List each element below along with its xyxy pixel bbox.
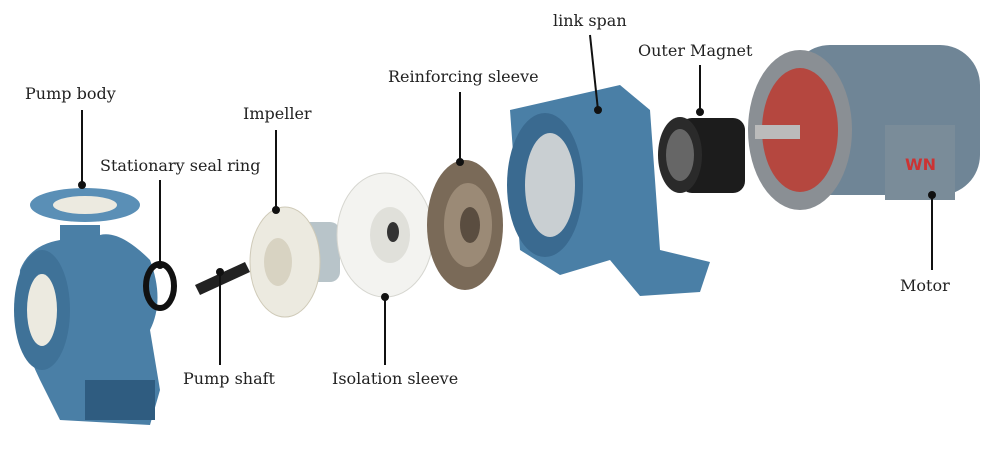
reinforcing-sleeve-part <box>427 160 503 290</box>
motor-badge: WN <box>905 155 936 174</box>
label-impeller: Impeller <box>243 104 312 123</box>
isolation-sleeve-part <box>336 172 434 298</box>
label-stationary-seal-ring: Stationary seal ring <box>100 156 261 175</box>
outer-magnet-part <box>658 117 745 193</box>
label-motor: Motor <box>900 276 950 295</box>
label-outer-magnet: Outer Magnet <box>638 41 753 60</box>
link-span-part <box>507 85 710 296</box>
impeller-part <box>249 206 340 318</box>
leader-lines <box>78 34 936 365</box>
pump-shaft-part <box>195 262 250 295</box>
label-pump-body: Pump body <box>25 84 116 103</box>
pump-body-part <box>14 188 160 425</box>
motor-part: WN <box>748 45 980 210</box>
label-link-span: link span <box>553 11 627 30</box>
label-isolation-sleeve: Isolation sleeve <box>332 369 459 388</box>
label-pump-shaft: Pump shaft <box>183 369 275 388</box>
label-reinforcing-sleeve: Reinforcing sleeve <box>388 67 539 86</box>
